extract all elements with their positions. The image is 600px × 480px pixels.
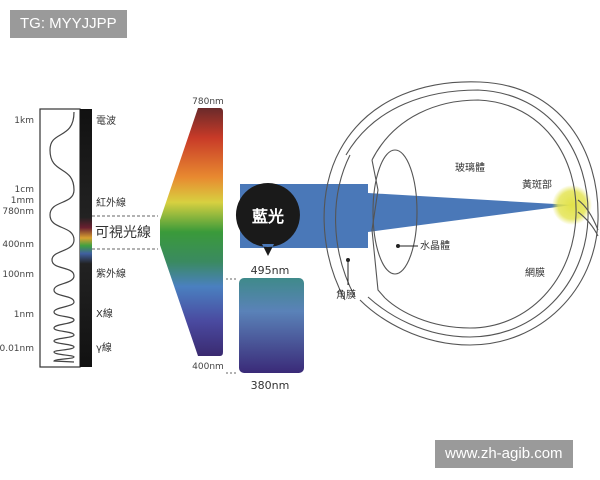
label-retina: 網膜 [525,266,545,279]
scale-1cm: 1cm [15,185,34,195]
scale-001nm: 0.01nm [0,344,34,354]
label-macula: 黃斑部 [522,178,552,191]
label-lens: 水晶體 [420,240,450,252]
visible-bottom-label: 400nm [192,362,224,372]
watermark-bottom: www.zh-agib.com [435,440,573,468]
wave-line [49,111,75,363]
eye-outline [323,81,599,346]
spectrum-bar [80,109,92,367]
band-infrared: 紅外線 [96,196,126,209]
blue-light-label: 藍光 [252,207,284,226]
visible-top-label: 780nm [192,97,224,107]
blue-light-swatch [239,278,304,373]
label-cornea: 角膜 [336,289,356,301]
scale-1nm: 1nm [14,310,34,320]
blue-bottom-label: 380nm [251,379,290,392]
band-xray: X線 [96,307,113,320]
scale-100nm: 100nm [2,270,34,280]
band-gamma: γ線 [96,341,112,354]
scale-1km: 1km [14,116,34,126]
blue-light-beam [240,184,572,248]
band-visible: 可視光線 [95,225,151,241]
scale-780nm: 780nm [2,207,34,217]
blue-top-label: 495nm [251,264,290,277]
band-radio: 電波 [96,114,116,127]
band-ultraviolet: 紫外線 [96,267,126,280]
watermark-top: TG: MYYJJPP [10,10,127,38]
scale-400nm: 400nm [2,240,34,250]
visible-spectrum [160,108,223,356]
blue-light-bubble [235,183,300,256]
scale-1mm: 1mm [11,196,34,206]
label-vitreous: 玻璃體 [455,161,485,174]
